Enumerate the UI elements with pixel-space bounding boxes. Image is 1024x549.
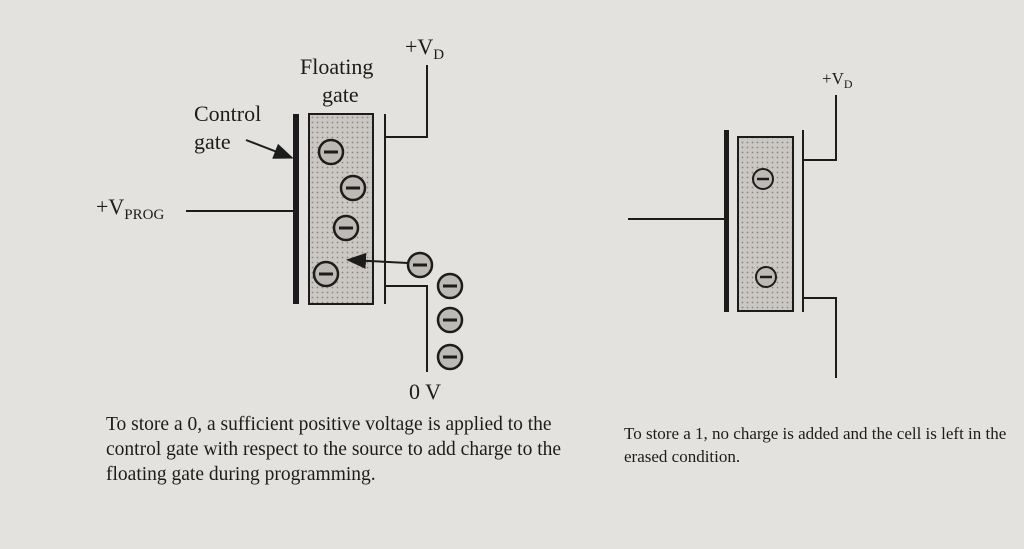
electron bbox=[755, 266, 777, 288]
electron bbox=[752, 168, 774, 190]
electron bbox=[339, 174, 367, 202]
control-gate-pointer bbox=[245, 139, 294, 159]
electron bbox=[436, 343, 464, 371]
right-drain-wire bbox=[803, 95, 837, 161]
left-vd-label: +VD bbox=[405, 34, 444, 63]
right-caption: To store a 1, no charge is added and the… bbox=[624, 424, 1007, 466]
right-source-wire bbox=[803, 297, 837, 378]
injection-arrow bbox=[346, 252, 409, 269]
left-cell: Floating gate Control gate +VD +VPROG bbox=[96, 34, 464, 404]
control-label: Control bbox=[194, 101, 261, 126]
floating-label: Floating bbox=[300, 54, 373, 79]
right-electrons bbox=[752, 168, 777, 288]
right-control-gate bbox=[724, 130, 729, 312]
floating-gate-label: gate bbox=[322, 82, 359, 107]
electron bbox=[312, 260, 340, 288]
left-source-wire bbox=[385, 285, 428, 372]
right-cell: +VD bbox=[628, 69, 853, 378]
left-control-gate bbox=[293, 114, 299, 304]
stored-electrons bbox=[312, 138, 367, 288]
right-vd-label: +VD bbox=[822, 69, 853, 91]
vprog-label: +VPROG bbox=[96, 194, 164, 223]
left-drain-wire bbox=[385, 65, 428, 138]
electron bbox=[436, 306, 464, 334]
electron bbox=[332, 214, 360, 242]
electron bbox=[317, 138, 345, 166]
zero-volt-label: 0 V bbox=[409, 379, 441, 404]
source-electrons bbox=[406, 251, 464, 371]
control-gate-label: gate bbox=[194, 129, 231, 154]
electron bbox=[436, 272, 464, 300]
left-caption: To store a 0, a sufficient positive volt… bbox=[106, 414, 562, 485]
electron bbox=[406, 251, 434, 279]
